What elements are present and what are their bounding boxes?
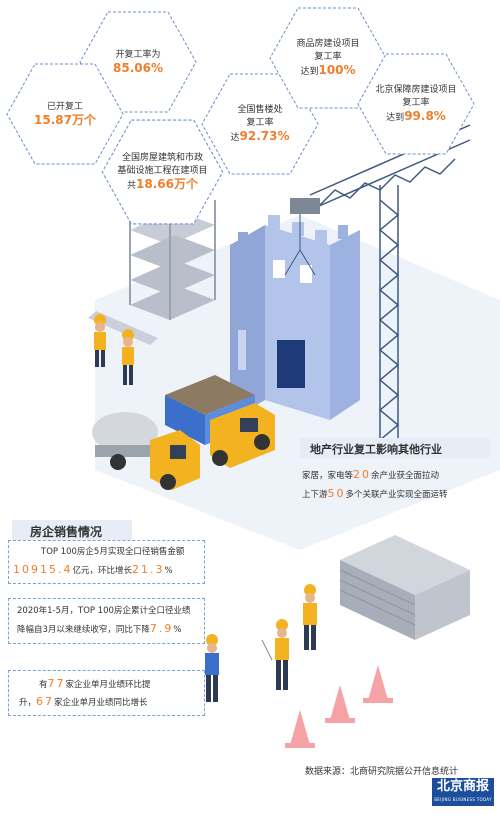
- hex-resume-rate: 开复工率为 85.06%: [78, 10, 198, 114]
- sales-box-3: 有77家企业单月业绩环比提 升，67家企业单月业绩同比增长: [8, 670, 205, 716]
- hex-value: 15.87万个: [34, 113, 96, 127]
- industry-line1-post: 余产业获全面拉动: [371, 471, 440, 481]
- sales-box3-pre2: 升，: [19, 698, 37, 708]
- industry-line1-pre: 家居，家电等: [302, 471, 354, 481]
- hex-prefix: 共: [127, 180, 137, 191]
- sales-title: 房企销售情况: [30, 525, 103, 539]
- sales-box2-line1: 2020年1-5月，TOP 100房企累计全口径业绩: [17, 606, 191, 616]
- building: [230, 215, 360, 420]
- industry-line2-pre: 上下游: [302, 490, 328, 500]
- sales-box2-unit: %: [173, 625, 182, 635]
- data-source: 数据来源：北商研究院据公开信息统计: [305, 767, 459, 777]
- sales-growth: 21.3: [132, 563, 165, 576]
- sales-box-2: 2020年1-5月，TOP 100房企累计全口径业绩 降幅自3月以来继续收窄，同…: [8, 598, 205, 644]
- hex-label-2: 复工率: [314, 51, 342, 62]
- sales-box1-unit: %: [164, 566, 173, 576]
- sales-box2-pre: 降幅自3月以来继续收窄，同比下降: [17, 625, 150, 635]
- hex-label: 商品房建设项目: [296, 38, 360, 49]
- hex-value: 18.66万个: [136, 176, 198, 191]
- hex-prefix: 达: [230, 132, 240, 143]
- hex-resumed: 已开复工 15.87万个: [5, 62, 125, 166]
- industry-line1-num: 20: [353, 468, 372, 481]
- hex-label-2: 复工率: [246, 117, 274, 128]
- cement-mixer-truck: [92, 412, 200, 490]
- sales-box3-line1: 有77家企业单月业绩环比提: [39, 675, 151, 694]
- hex-value: 100%: [318, 62, 356, 77]
- worker-left-2: [122, 329, 134, 385]
- sales-box1-mid: 亿元，环比增长: [72, 566, 133, 576]
- industry-title: 地产行业复工影响其他行业: [310, 443, 442, 456]
- logo-cn: 北京商报: [436, 779, 489, 794]
- worker-left: [94, 314, 106, 367]
- hex-beijing: 北京保障房建设项目 复工率 达到99.8%: [356, 52, 476, 156]
- traffic-cone: [363, 665, 393, 703]
- sales-decline: 7.9: [149, 622, 174, 635]
- hex-value: 99.8%: [404, 108, 446, 123]
- sales-box3-mid: 家企业单月业绩环比提: [65, 680, 151, 690]
- sales-amount: 10915.4: [13, 563, 73, 576]
- sales-yoy-count: 67: [36, 695, 55, 708]
- hex-label: 全国售楼处: [237, 104, 283, 115]
- hex-prefix: 达到: [386, 112, 405, 123]
- sales-box-1: TOP 100房企5月实现全口径销售金额 10915.4亿元，环比增长21.3%: [8, 540, 205, 584]
- industry-line2-num: 50: [327, 487, 346, 500]
- crane-counterweight: [290, 198, 320, 214]
- industry-line2-post: 多个关联产业实现全面运转: [345, 490, 448, 500]
- hex-value: 85.06%: [113, 61, 163, 75]
- dump-truck: [165, 375, 275, 468]
- hex-prefix: 达到: [300, 66, 319, 77]
- hex-label: 全国房屋建筑和市政: [121, 152, 203, 163]
- sales-box2-line2: 降幅自3月以来继续收窄，同比下降7.9%: [17, 620, 182, 639]
- worker-blue: [205, 634, 219, 702]
- hex-label: 已开复工: [46, 102, 83, 112]
- industry-title-band: [300, 438, 490, 458]
- sales-mom-count: 77: [47, 677, 66, 690]
- industry-text: 家居，家电等20余产业获全面拉动 上下游50多个关联产业实现全面运转: [302, 466, 492, 504]
- hex-label-2: 基础设施工程在建项目: [117, 165, 208, 176]
- sales-box1-line1: TOP 100房企5月实现全口径销售金额: [41, 547, 185, 557]
- traffic-cone: [285, 710, 315, 748]
- hex-value: 92.73%: [239, 128, 290, 143]
- hex-label-2: 复工率: [402, 97, 430, 108]
- logo-en: BEIJING BUSINESS TODAY: [434, 797, 492, 802]
- worker-with-plan: [261, 619, 289, 690]
- sales-box3-post: 家企业单月业绩同比增长: [54, 698, 148, 708]
- stacked-slabs: [339, 535, 470, 640]
- publisher-logo: 北京商报 BEIJING BUSINESS TODAY: [432, 778, 494, 806]
- worker-supervisor: [303, 584, 317, 650]
- hex-label: 北京保障房建设项目: [375, 84, 457, 95]
- hex-projects: 全国房屋建筑和市政 基础设施工程在建项目 共18.66万个: [100, 118, 225, 226]
- hex-label: 开复工率为: [115, 50, 161, 60]
- sales-box3-pre: 有: [39, 680, 48, 690]
- traffic-cone: [325, 685, 355, 723]
- sales-box3-line2: 升，67家企业单月业绩同比增长: [19, 693, 148, 712]
- sales-box1-line2: 10915.4亿元，环比增长21.3%: [13, 561, 173, 580]
- sales-title-band: [12, 520, 132, 540]
- hex-commercial: 商品房建设项目 复工率 达到100%: [268, 6, 388, 110]
